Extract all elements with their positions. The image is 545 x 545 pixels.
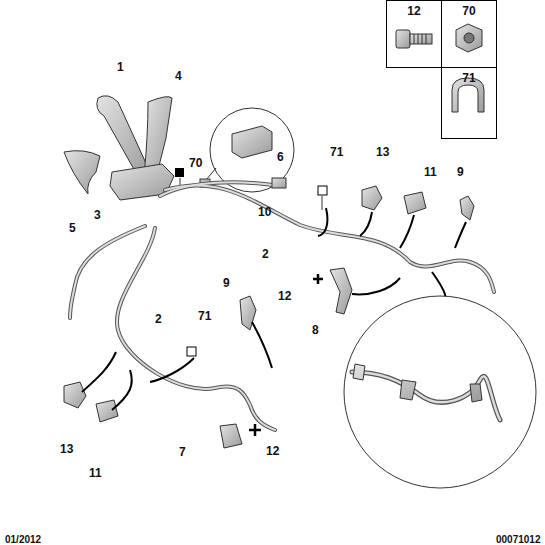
callout-number: 9 [456, 165, 465, 179]
callout-number: 4 [174, 69, 183, 83]
callout-number: 1 [116, 60, 125, 74]
footer-code: 01/2012 [4, 533, 42, 545]
callout-number: 12 [407, 4, 420, 18]
callout-number: 12 [277, 289, 292, 303]
callout-number: 7 [178, 445, 187, 459]
callout-number: 9 [222, 276, 231, 290]
fastener-cell: 70 [441, 0, 497, 68]
callout-number: 12 [265, 444, 280, 458]
fastener-cell: 12 [386, 0, 442, 68]
callout-number: 10 [257, 205, 272, 219]
callout-number: 11 [88, 466, 103, 480]
callout-number: 3 [93, 208, 102, 222]
callout-number: 71 [197, 309, 212, 323]
callout-number: 13 [59, 442, 74, 456]
callout-number: 70 [188, 156, 203, 170]
footer-code: 00071012 [495, 533, 542, 545]
callout-number: 71 [462, 71, 475, 85]
callout-number: 2 [261, 247, 270, 261]
callout-number: 5 [68, 221, 77, 235]
callout-number: 71 [329, 145, 344, 159]
callout-number: 13 [375, 145, 390, 159]
callout-number: 11 [423, 165, 438, 179]
callout-number: 2 [154, 312, 163, 326]
callout-number: 6 [276, 150, 285, 164]
callout-number: 70 [462, 4, 475, 18]
callout-number: 8 [311, 323, 320, 337]
fastener-cell: 71 [441, 67, 497, 139]
